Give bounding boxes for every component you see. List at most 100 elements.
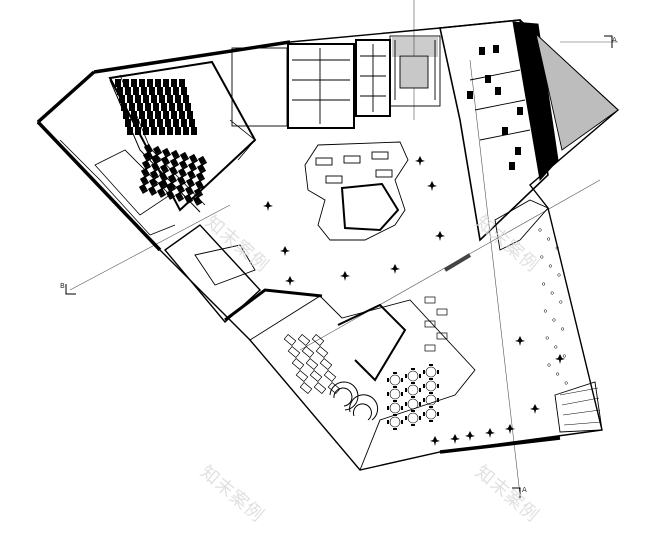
section-mark-top-right: A <box>612 36 617 44</box>
seat <box>173 87 179 95</box>
person <box>390 264 400 274</box>
seat <box>119 95 125 103</box>
auditorium-seats <box>115 79 208 206</box>
hall-seat <box>515 147 521 155</box>
seat <box>127 127 133 135</box>
seat <box>127 95 133 103</box>
seat <box>117 87 123 95</box>
seat <box>125 119 131 127</box>
cafe-table <box>309 370 323 382</box>
round-table <box>404 381 422 399</box>
seat <box>196 163 207 174</box>
seat <box>147 79 153 87</box>
seat <box>121 103 127 111</box>
person <box>340 271 350 281</box>
seat <box>141 87 147 95</box>
hall-seat <box>493 45 499 53</box>
seat <box>163 111 169 119</box>
cafe-table <box>299 382 313 394</box>
round-table <box>422 405 440 423</box>
core <box>231 35 441 129</box>
seat <box>171 79 177 87</box>
seat <box>181 119 187 127</box>
seat <box>169 103 175 111</box>
seat <box>186 169 197 180</box>
person <box>280 246 290 256</box>
seat <box>147 111 153 119</box>
person <box>415 156 425 166</box>
column-dot <box>561 327 565 331</box>
section-markers <box>65 35 613 498</box>
seat <box>167 127 173 135</box>
cafe-table <box>291 358 305 370</box>
column-dot <box>548 264 552 268</box>
seat <box>152 145 163 156</box>
seat <box>183 127 189 135</box>
cafe-table <box>301 346 315 358</box>
seat <box>183 95 189 103</box>
seat <box>160 155 171 166</box>
seat <box>133 119 139 127</box>
seat <box>135 95 141 103</box>
seat <box>167 173 178 184</box>
seat <box>123 79 129 87</box>
person <box>515 336 525 346</box>
person <box>465 431 475 441</box>
cafe-table <box>287 346 301 358</box>
hall-seat <box>485 75 491 83</box>
seat <box>141 119 147 127</box>
column-dot <box>540 255 544 259</box>
seat <box>187 111 193 119</box>
seat <box>149 119 155 127</box>
cafe-table <box>323 370 337 382</box>
column-dot <box>555 246 559 250</box>
seat <box>125 87 131 95</box>
person <box>530 404 540 414</box>
seat <box>131 79 137 87</box>
person <box>285 276 295 286</box>
hall-seat <box>495 87 501 95</box>
column-dot <box>538 228 542 232</box>
cafe-wing <box>163 224 476 471</box>
seat <box>148 177 159 188</box>
person <box>430 436 440 446</box>
reception-island <box>304 141 409 241</box>
seat <box>197 155 208 166</box>
column-dot <box>550 291 554 295</box>
round-table <box>422 377 440 395</box>
seat <box>175 95 181 103</box>
seat <box>131 111 137 119</box>
seat <box>181 87 187 95</box>
seat <box>139 79 145 87</box>
seat <box>175 183 186 194</box>
seat <box>188 153 199 164</box>
seat <box>115 79 121 87</box>
round-table <box>422 391 440 409</box>
seat <box>151 127 157 135</box>
seat <box>165 87 171 95</box>
column-dot <box>559 300 563 304</box>
cafe-table <box>313 382 327 394</box>
cafe-table <box>327 382 341 394</box>
seat <box>179 111 185 119</box>
column-dot <box>547 237 551 241</box>
seat <box>161 103 167 111</box>
person <box>427 181 437 191</box>
seat <box>183 193 194 204</box>
stair-treads <box>392 37 438 57</box>
seat <box>159 127 165 135</box>
seat <box>168 165 179 176</box>
seat <box>187 161 198 172</box>
seat <box>175 127 181 135</box>
person <box>263 201 273 211</box>
round-table <box>386 371 404 389</box>
seat <box>161 147 172 158</box>
seat <box>149 87 155 95</box>
column-dot <box>556 372 560 376</box>
column-dot <box>562 354 566 358</box>
seat <box>157 87 163 95</box>
seat <box>184 185 195 196</box>
bench-seats <box>329 381 379 421</box>
